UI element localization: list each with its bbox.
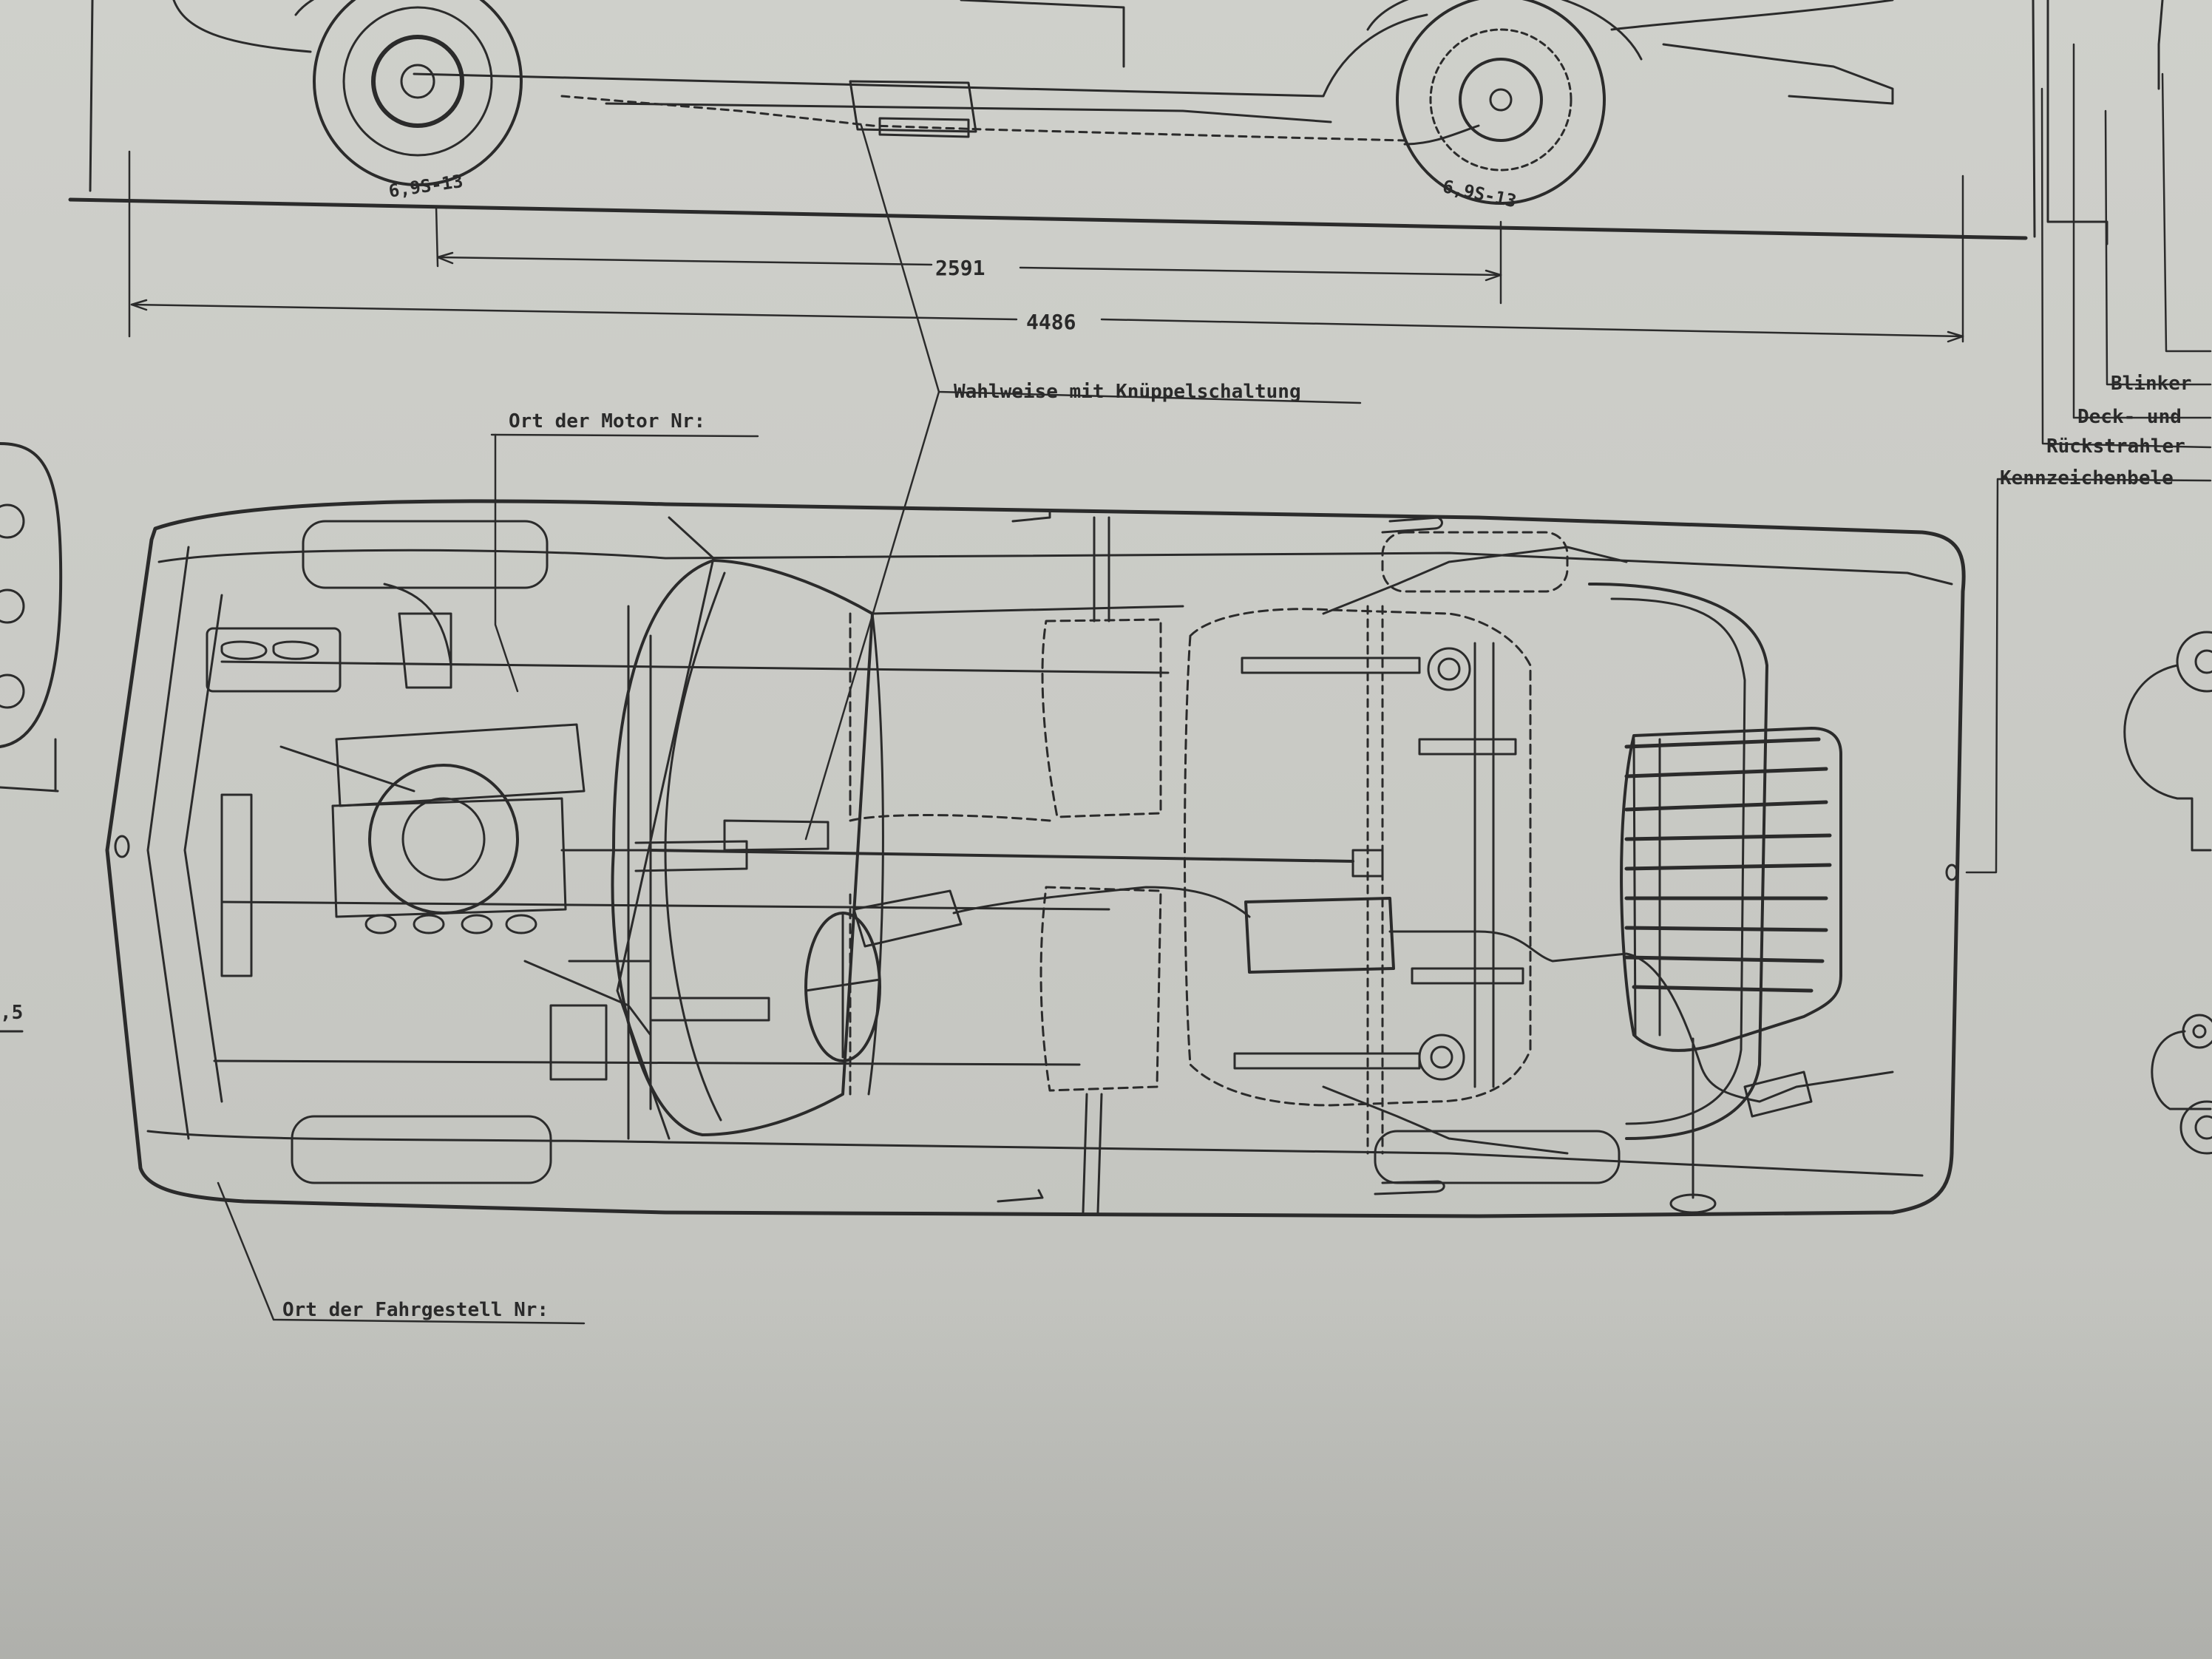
legend-rueckstrahler: Rückstrahler [2046,435,2185,458]
left-edge-fragment: ,5 [0,1002,23,1024]
legend-deck: Deck- und [2077,406,2182,428]
legend-blinker: Blinker [2111,373,2192,395]
engine-number-label: Ort der Motor Nr: [509,410,705,432]
chassis-number-label: Ort der Fahrgestell Nr: [282,1299,549,1321]
gear-shift-label: Wahlweise mit Knüppelschaltung [954,381,1301,403]
overall-length-label: 4486 [1026,310,1076,334]
side-view [68,0,2164,245]
left-edge-partial [0,442,63,1033]
drawing-labels: 6,9S-13 6,9S-13 2591 4486 Wahlweise mit … [0,171,2192,1321]
right-partial-diagram [2123,631,2212,1155]
wheelbase-label: 2591 [935,256,985,280]
paper-shadow [0,1294,2212,1659]
top-view-car [105,499,1966,1218]
dimension-lines [128,150,1964,343]
legend-kennzeichen: Kennzeichenbele [2000,467,2174,489]
tire-front-label: 6,9S-13 [387,171,464,202]
tire-rear-label: 6,9S-13 [1441,176,1519,211]
